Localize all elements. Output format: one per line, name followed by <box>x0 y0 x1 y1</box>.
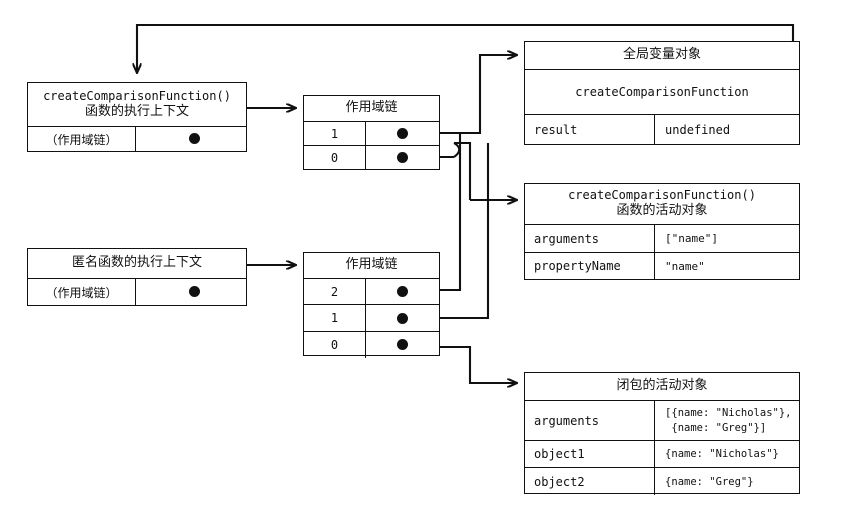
scope-chain-entry-row[interactable]: 1 <box>304 305 439 332</box>
scope-chain-entry-row[interactable]: 2 <box>304 279 439 305</box>
property-key: propertyName <box>525 253 656 279</box>
global-variable-object-function-name: createComparisonFunction <box>575 85 749 99</box>
global-variable-object-function-row[interactable]: createComparisonFunction <box>525 70 799 115</box>
scope-chain-entry-index: 2 <box>304 279 366 304</box>
scope-chain-entry-row[interactable]: 0 <box>304 146 439 169</box>
scope-chain-entry-row[interactable]: 1 <box>304 122 439 146</box>
scope-chain-entry-pointer-cell[interactable] <box>366 146 438 169</box>
scope-chain-entry-index: 1 <box>304 122 366 145</box>
table-row[interactable]: arguments ["name"] <box>525 225 799 253</box>
context-scope-chain-pointer-cell[interactable] <box>136 127 246 151</box>
scope-chain-entry-index: 0 <box>304 146 366 169</box>
scope-chain-entry-dot <box>397 128 408 139</box>
property-key: arguments <box>525 401 656 440</box>
closure-activation-object-header: 闭包的活动对象 <box>525 373 799 401</box>
execution-context-box-anonymous-function[interactable]: 匿名函数的执行上下文 （作用域链） <box>27 248 247 306</box>
table-row[interactable]: object2 {name: "Greg"} <box>525 468 799 495</box>
scope-chain-entry-pointer-cell[interactable] <box>366 279 438 304</box>
table-row[interactable]: arguments [{name: "Nicholas"}, {name: "G… <box>525 401 799 441</box>
context-scope-chain-row[interactable]: （作用域链） <box>28 127 246 151</box>
property-value: {name: "Greg"} <box>665 475 754 488</box>
table-row[interactable]: object1 {name: "Nicholas"} <box>525 441 799 468</box>
activation-object-header-line2: 函数的活动对象 <box>616 203 708 219</box>
context-header-line2: 函数的执行上下文 <box>84 103 189 119</box>
property-value: "name" <box>665 259 705 273</box>
context-header-create-comparison-function: createComparisonFunction() 函数的执行上下文 <box>28 83 246 127</box>
property-key: arguments <box>525 225 656 252</box>
context-header-line1: createComparisonFunction() <box>43 88 231 103</box>
scope-chain-entry-index: 1 <box>304 305 366 331</box>
scope-chain-box-outer[interactable]: 作用域链 1 0 <box>303 95 440 170</box>
scope-chain-entry-dot <box>397 339 408 350</box>
scope-chain-header: 作用域链 <box>304 96 439 122</box>
execution-context-box-create-comparison-function[interactable]: createComparisonFunction() 函数的执行上下文 （作用域… <box>27 82 247 152</box>
table-row[interactable]: propertyName "name" <box>525 253 799 279</box>
scope-chain-header: 作用域链 <box>304 253 439 279</box>
context-header-anonymous-function: 匿名函数的执行上下文 <box>28 249 246 279</box>
global-variable-object-box[interactable]: 全局变量对象 createComparisonFunction result u… <box>524 41 800 145</box>
create-comparison-function-activation-object-box[interactable]: createComparisonFunction() 函数的活动对象 argum… <box>524 183 800 280</box>
context-scope-chain-label: （作用域链） <box>28 127 136 151</box>
property-value: [{name: "Nicholas"}, {name: "Greg"}] <box>665 407 792 434</box>
property-value: {name: "Nicholas"} <box>665 448 779 460</box>
property-value: ["name"] <box>665 232 719 245</box>
property-value: undefined <box>665 122 731 137</box>
scope-chain-box-inner[interactable]: 作用域链 2 1 0 <box>303 252 440 358</box>
connector-scopechain1-row1-to-globalobj <box>404 55 517 135</box>
activation-object-header: createComparisonFunction() 函数的活动对象 <box>525 184 799 225</box>
scope-chain-pointer-dot <box>189 286 200 297</box>
property-key: object2 <box>525 468 656 495</box>
context-header-line1: 匿名函数的执行上下文 <box>71 255 202 271</box>
activation-object-header-line1: createComparisonFunction() <box>568 188 756 202</box>
property-key: result <box>525 115 656 144</box>
scope-chain-entry-pointer-cell[interactable] <box>366 305 438 331</box>
table-row[interactable]: result undefined <box>525 115 799 144</box>
scope-chain-entry-dot <box>397 313 408 324</box>
property-key: object1 <box>525 441 656 467</box>
scope-chain-entry-row[interactable]: 0 <box>304 332 439 358</box>
scope-chain-entry-dot <box>397 152 408 163</box>
scope-chain-pointer-dot <box>189 133 200 144</box>
scope-chain-entry-pointer-cell[interactable] <box>366 332 438 358</box>
scope-chain-entry-dot <box>397 286 408 297</box>
context-scope-chain-pointer-cell[interactable] <box>136 279 246 305</box>
context-scope-chain-label: （作用域链） <box>28 279 136 305</box>
global-variable-object-header: 全局变量对象 <box>525 42 799 70</box>
scope-chain-entry-index: 0 <box>304 332 366 358</box>
scope-chain-entry-pointer-cell[interactable] <box>366 122 438 145</box>
closure-activation-object-box[interactable]: 闭包的活动对象 arguments [{name: "Nicholas"}, {… <box>524 372 800 495</box>
context-scope-chain-row[interactable]: （作用域链） <box>28 279 246 305</box>
